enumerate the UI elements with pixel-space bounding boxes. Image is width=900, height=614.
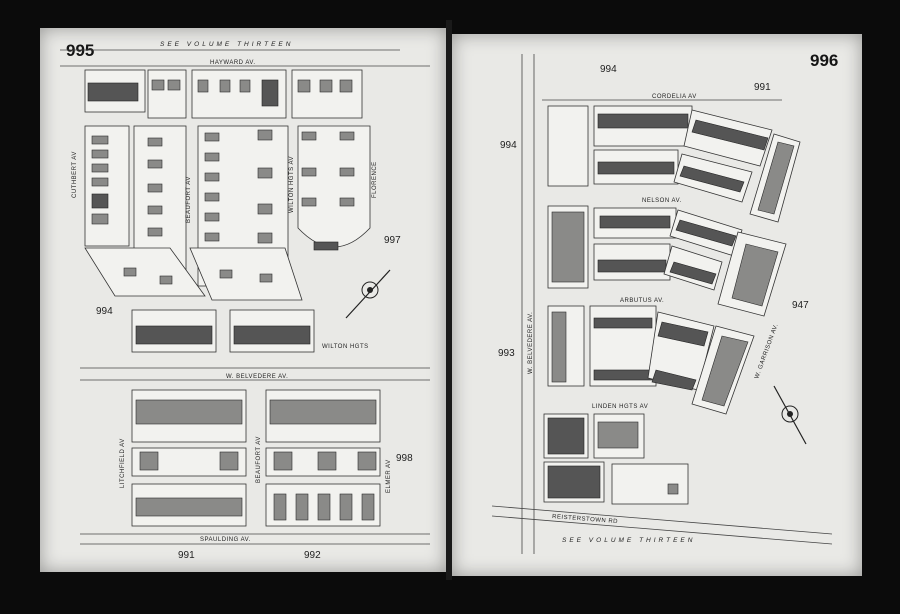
street-wilton-hgts-top: WILTON HGTS AV <box>289 156 295 213</box>
adjacent-sheet-top-994: 994 <box>600 64 617 75</box>
map-996-drawing: 996 994 991 994 993 947 W. BELVEDERE AV.… <box>491 51 838 554</box>
street-litchfield: LITCHFIELD AV <box>120 438 126 488</box>
street-arbutus: ARBUTUS AV. <box>620 298 664 304</box>
street-w-garrison: W. GARRISON AV. <box>754 323 780 380</box>
street-elmer: ELMER AV <box>386 459 392 493</box>
street-wilton-hgts-mid: WILTON HGTS <box>322 344 369 350</box>
header-see-volume: SEE VOLUME THIRTEEN <box>160 41 293 48</box>
street-w-belvedere-left: W. BELVEDERE AV. <box>226 374 288 380</box>
street-linden-hgts: LINDEN HGTS AV <box>592 404 648 410</box>
film-gutter <box>446 20 452 580</box>
street-florence: FLORENCE <box>372 161 378 198</box>
map-995-drawing: 995 SEE VOLUME THIRTEEN HAYWARD AV. CUTH… <box>60 41 430 561</box>
adjacent-sheet-994: 994 <box>96 306 113 317</box>
footer-see-volume: SEE VOLUME THIRTEEN <box>562 537 695 544</box>
adjacent-sheet-947: 947 <box>792 300 809 311</box>
adjacent-sheet-left-993: 993 <box>498 348 515 359</box>
street-cuthbert: CUTHBERT AV <box>72 151 78 198</box>
street-hayward: HAYWARD AV. <box>210 60 256 66</box>
adjacent-sheet-998: 998 <box>396 453 413 464</box>
adjacent-sheet-left-994: 994 <box>500 140 517 151</box>
adjacent-sheet-top-991: 991 <box>754 82 771 93</box>
street-spaulding: SPAULDING AV. <box>200 537 251 543</box>
street-beaufort-top: BEAUFORT AV <box>186 176 192 223</box>
street-beaufort-bottom: BEAUFORT AV <box>256 436 262 483</box>
street-reisterstown: REISTERSTOWN RD <box>552 514 618 525</box>
map-sheet-995: 995 SEE VOLUME THIRTEEN HAYWARD AV. CUTH… <box>40 28 446 572</box>
sheet-number: 996 <box>810 51 838 70</box>
street-cordelia: CORDELIA AV <box>652 94 697 100</box>
adjacent-sheet-997: 997 <box>384 235 401 246</box>
street-w-belvedere-right: W. BELVEDERE AV. <box>528 312 534 374</box>
street-nelson: NELSON AV. <box>642 198 682 204</box>
map-sheet-996: 996 994 991 994 993 947 W. BELVEDERE AV.… <box>452 34 862 576</box>
row-houses <box>91 135 109 225</box>
adjacent-sheet-992: 992 <box>304 550 321 561</box>
adjacent-sheet-991: 991 <box>178 550 195 561</box>
sheet-number: 995 <box>66 41 94 60</box>
north-arrow-icon <box>345 269 391 319</box>
north-arrow-icon-right <box>773 385 807 445</box>
